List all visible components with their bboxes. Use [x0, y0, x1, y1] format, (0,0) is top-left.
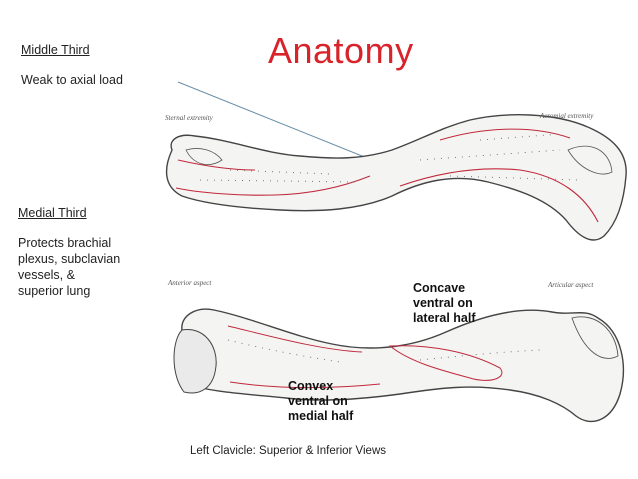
articular-aspect-label: Articular aspect: [548, 281, 594, 289]
middle-third-text: Weak to axial load: [21, 73, 123, 87]
concave-line: Concave: [413, 281, 466, 295]
figure-caption: Left Clavicle: Superior & Inferior Views: [190, 445, 387, 457]
medial-third-line: plexus, subclavian: [18, 252, 121, 266]
medial-third-line: Protects brachial: [18, 236, 112, 250]
medial-third-line: vessels, &: [18, 268, 75, 282]
medial-third-text: Protects brachial plexus, subclavian ves…: [18, 235, 120, 299]
anterior-aspect-label: Anterior aspect: [168, 279, 212, 287]
page-title: Anatomy: [268, 30, 414, 71]
acromial-extremity-label: Acromial extremity: [540, 112, 594, 120]
concave-line: lateral half: [413, 311, 476, 325]
medial-third-line: superior lung: [18, 284, 91, 298]
convex-label: Convex ventral on medial half: [288, 379, 353, 424]
concave-label: Concave ventral on lateral half: [413, 281, 476, 326]
convex-line: medial half: [288, 409, 354, 423]
pointer-line: [177, 81, 373, 161]
concave-line: ventral on: [413, 296, 473, 310]
medial-third-heading: Medial Third: [18, 206, 87, 220]
inferior-view-clavicle: [173, 308, 625, 423]
sternal-extremity-label: Sternal extremity: [165, 114, 213, 122]
superior-view-clavicle: [165, 114, 627, 241]
middle-third-heading: Middle Third: [21, 43, 90, 57]
convex-line: Convex: [288, 379, 334, 393]
convex-line: ventral on: [288, 394, 348, 408]
